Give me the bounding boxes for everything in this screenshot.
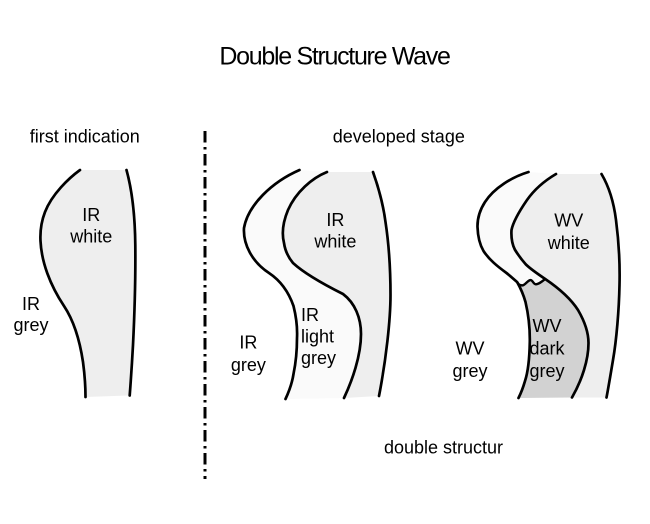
svg-text:grey: grey <box>301 348 336 368</box>
svg-text:IR: IR <box>22 294 40 314</box>
svg-text:first indication: first indication <box>30 127 140 147</box>
svg-text:IR: IR <box>301 305 319 325</box>
svg-text:IR: IR <box>239 333 257 353</box>
svg-text:developed stage: developed stage <box>333 127 465 147</box>
svg-text:grey: grey <box>13 315 48 335</box>
svg-text:WV: WV <box>554 211 583 231</box>
svg-text:grey: grey <box>529 361 564 381</box>
svg-text:WV: WV <box>456 339 485 359</box>
svg-text:IR: IR <box>82 205 100 225</box>
svg-text:double structur: double structur <box>384 438 503 458</box>
svg-text:IR: IR <box>326 210 344 230</box>
svg-text:white: white <box>69 227 112 247</box>
svg-text:white: white <box>547 233 590 253</box>
svg-text:grey: grey <box>231 355 266 375</box>
svg-text:grey: grey <box>452 361 487 381</box>
svg-text:WV: WV <box>533 316 562 336</box>
svg-text:Double Structure Wave: Double Structure Wave <box>219 43 450 71</box>
svg-text:dark: dark <box>529 339 565 359</box>
svg-text:white: white <box>313 232 356 252</box>
svg-text:light: light <box>301 327 334 347</box>
